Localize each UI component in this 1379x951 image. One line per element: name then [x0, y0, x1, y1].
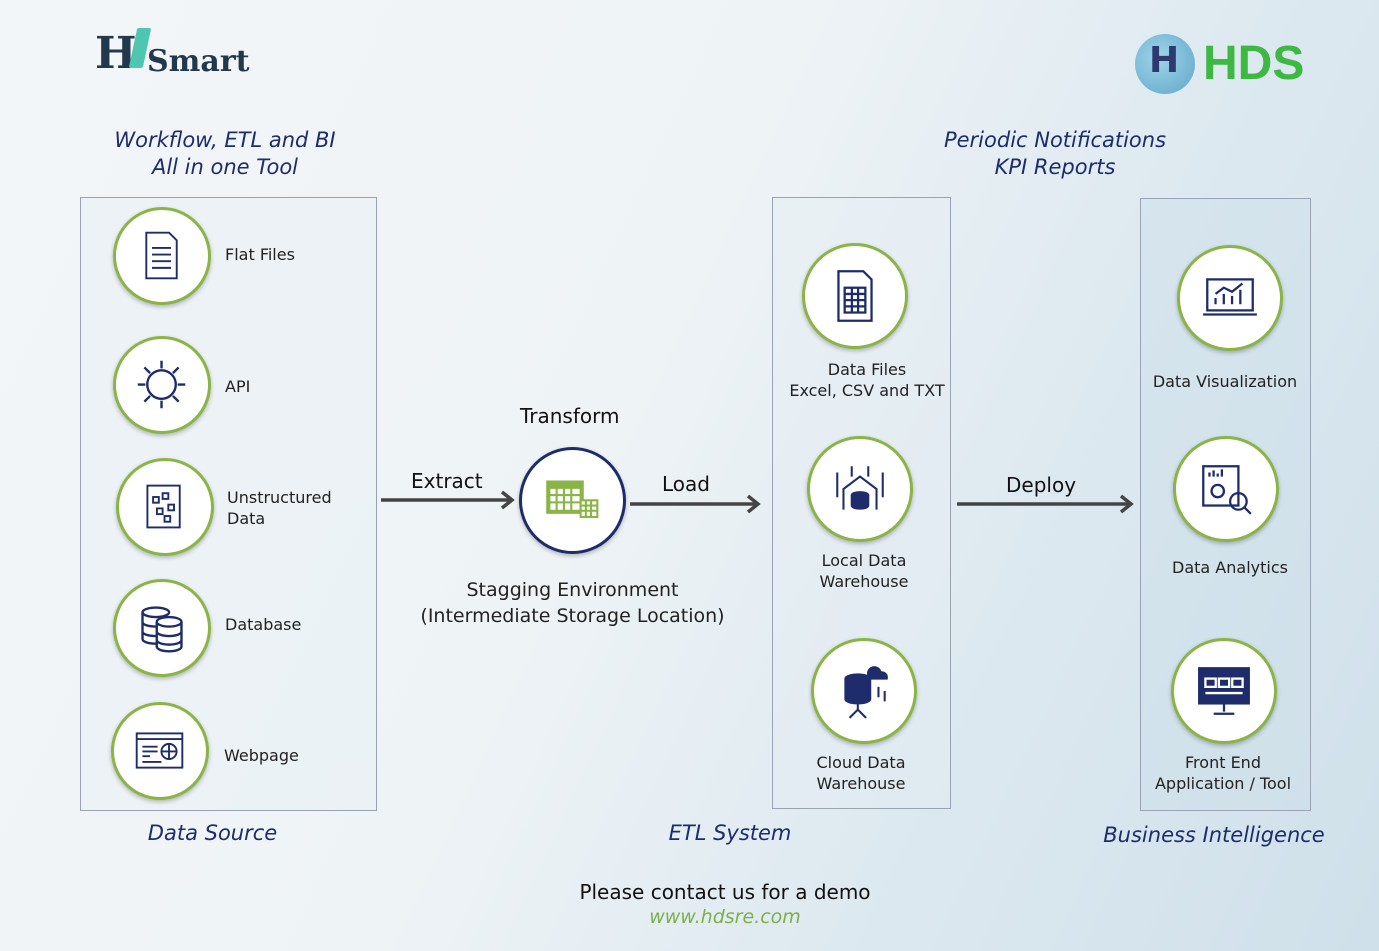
- staging-line: Stagging Environment: [466, 579, 679, 601]
- deploy-arrow: [957, 494, 1134, 514]
- data-visualization-icon: [1177, 245, 1283, 351]
- label-line: Data Visualization: [1152, 372, 1298, 391]
- gear-icon: [113, 336, 211, 434]
- staging-line: (Intermediate Storage Location): [420, 605, 725, 627]
- label-line: Front End: [1185, 753, 1261, 772]
- front-end-app-icon: [1171, 638, 1277, 744]
- contact-text: Please contact us for a demo: [579, 880, 871, 904]
- left-heading: Workflow, ETL and BI All in one Tool: [80, 127, 370, 181]
- website-link[interactable]: www.hdsre.com: [649, 906, 801, 928]
- cloud-warehouse-icon: [811, 638, 917, 744]
- right-heading: Periodic Notifications KPI Reports: [900, 127, 1210, 181]
- data-source-title: Data Source: [147, 821, 278, 845]
- load-arrow: [630, 494, 761, 514]
- bi-label: Data Visualization: [1140, 371, 1310, 392]
- bi-label: Data Analytics: [1145, 557, 1315, 578]
- unstructured-data-icon: [116, 458, 214, 556]
- bi-title: Business Intelligence: [1103, 823, 1325, 847]
- label-line: Data Analytics: [1172, 558, 1288, 577]
- local-warehouse-icon: [807, 436, 913, 542]
- data-source-label: Flat Files: [225, 245, 295, 264]
- webpage-icon: [111, 702, 209, 800]
- data-source-label: Database: [225, 615, 302, 634]
- load-label: Load: [662, 472, 710, 496]
- staging-caption: Stagging Environment (Intermediate Stora…: [395, 577, 750, 629]
- hismart-logo: H Smart: [95, 28, 250, 79]
- heading-line: All in one Tool: [151, 155, 299, 179]
- data-analytics-icon: [1173, 436, 1279, 542]
- heading-line: Periodic Notifications: [943, 128, 1167, 152]
- label-line: Excel, CSV and TXT: [789, 381, 945, 400]
- deploy-label: Deploy: [1006, 473, 1077, 497]
- label-line: Warehouse: [816, 774, 906, 793]
- transform-label: Transform: [520, 404, 620, 428]
- spreadsheet-file-icon: [802, 243, 908, 349]
- label-line: Application / Tool: [1154, 774, 1292, 793]
- heading-line: KPI Reports: [994, 155, 1116, 179]
- label-line: Local Data: [821, 551, 907, 570]
- hds-logo: H HDS: [1135, 34, 1315, 96]
- label-line: Warehouse: [819, 572, 909, 591]
- data-source-label: Webpage: [224, 746, 299, 765]
- data-source-label: API: [225, 377, 251, 396]
- heading-line: Workflow, ETL and BI: [114, 128, 336, 152]
- data-source-label: Unstructured Data: [227, 488, 332, 528]
- label-line: Cloud Data: [816, 753, 906, 772]
- staging-table-icon: [519, 447, 626, 554]
- file-icon: [113, 207, 211, 305]
- extract-label: Extract: [411, 469, 483, 493]
- database-icon: [113, 579, 211, 677]
- extract-arrow: [381, 490, 515, 510]
- etl-system-title: ETL System: [668, 821, 792, 845]
- label-line: Data Files: [827, 360, 907, 379]
